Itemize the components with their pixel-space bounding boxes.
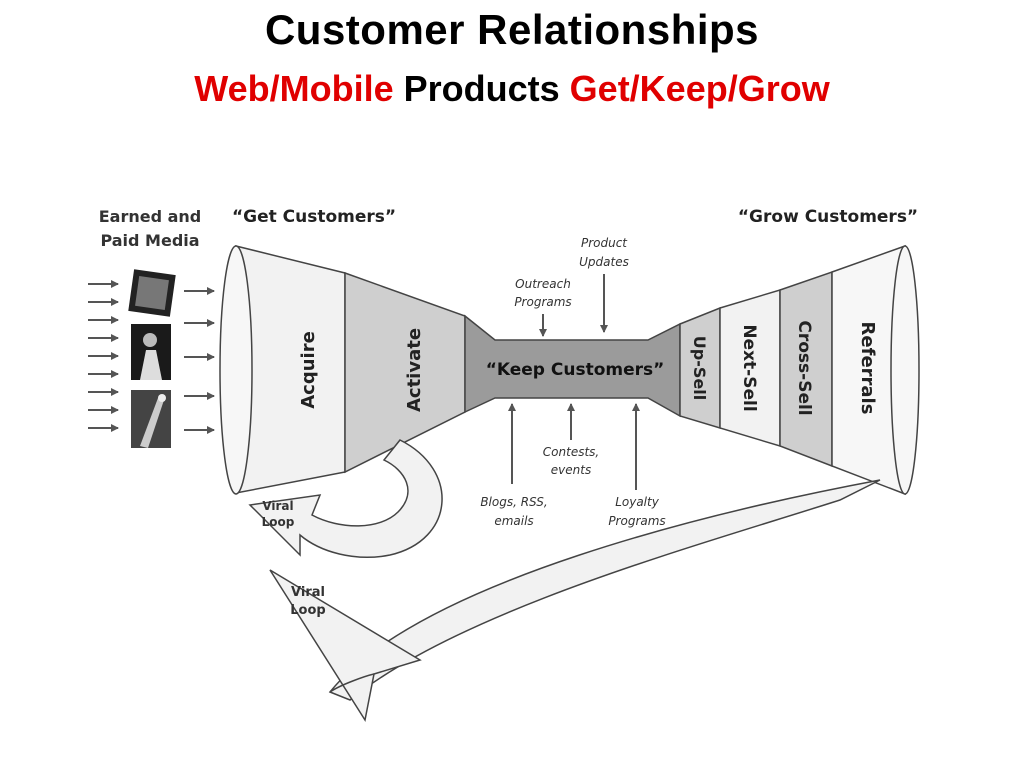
viral-loop-large-label-2: Loop: [290, 603, 325, 618]
get-customers-funnel: [219, 245, 466, 495]
outreach-programs-label-2: Programs: [514, 295, 571, 309]
subtitle-get-keep-grow: Get/Keep/Grow: [569, 68, 830, 109]
kindle-reader-icon: [128, 269, 176, 317]
earned-media-label-1: Earned and: [99, 207, 202, 226]
stage-acquire: Acquire: [298, 331, 319, 409]
get-customers-label: “Get Customers”: [232, 207, 396, 227]
loyalty-programs-label-1: Loyalty: [615, 495, 660, 509]
keep-customers-label: “Keep Customers”: [486, 360, 665, 380]
contests-events-label-1: Contests,: [543, 445, 599, 459]
subtitle-products: Products: [403, 68, 560, 109]
champagne-bottle-icon: [131, 390, 171, 448]
large-viral-loop-arrow: [269, 479, 881, 722]
earned-media-label-2: Paid Media: [100, 231, 199, 250]
page-title: Customer Relationships: [264, 6, 760, 53]
product-updates-label-1: Product: [581, 236, 628, 250]
grow-customers-label: “Grow Customers”: [738, 207, 918, 227]
viral-loop-small-label-2: Loop: [262, 515, 295, 529]
stage-next-sell: Next-Sell: [739, 324, 759, 411]
viral-loop-small-label-1: Viral: [262, 499, 293, 513]
viral-loop-large-label-1: Viral: [291, 585, 325, 600]
page-subtitle: Web/Mobile Products Get/Keep/Grow: [0, 68, 1024, 110]
stage-up-sell: Up-Sell: [690, 336, 709, 400]
loyalty-programs-label-2: Programs: [608, 514, 665, 528]
media-to-funnel-arrows: [184, 287, 215, 434]
blogs-rss-label-2: emails: [494, 514, 533, 528]
subtitle-web-mobile: Web/Mobile: [194, 68, 394, 109]
grow-customers-funnel: [679, 244, 920, 496]
keep-input-arrows: [508, 274, 640, 490]
stage-referrals: Referrals: [857, 322, 878, 415]
incoming-arrows: [88, 280, 119, 432]
product-updates-label-2: Updates: [579, 255, 629, 269]
outreach-programs-label-1: Outreach: [515, 277, 571, 291]
stage-activate: Activate: [404, 328, 425, 412]
small-viral-loop-arrow: [248, 439, 443, 558]
stage-cross-sell: Cross-Sell: [794, 320, 814, 415]
musician-photo-icon: [131, 324, 171, 380]
contests-events-label-2: events: [551, 463, 591, 477]
blogs-rss-label-1: Blogs, RSS,: [480, 495, 547, 509]
